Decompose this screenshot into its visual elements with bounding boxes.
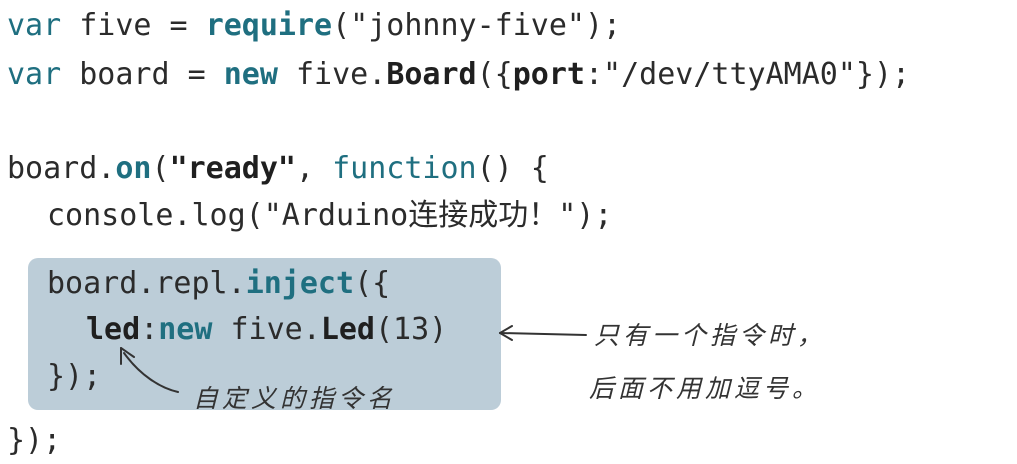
annotation-single-command-line-1: 只有一个指令时， [594,321,827,350]
code-line-7: }); [47,359,102,394]
annotation-custom-command-name: 自定义的指令名 [193,384,397,413]
arrow-to-led-icon [120,347,179,393]
keyword: var [7,8,62,43]
code-line-6: led:new five.Led(13) [86,312,447,348]
code-text: five. [212,312,321,347]
code-text: five. [277,57,387,92]
keyword: require [205,8,333,43]
code-text: : [140,312,159,347]
method-name: inject [245,266,355,301]
code-text: board = [61,57,224,92]
code-line-3: board.on("ready", function() { [7,151,549,187]
code-line-4: console.log("Arduino连接成功！"); [47,198,613,233]
code-line-1: var five = require("johnny-five"); [7,8,621,44]
code-text: five = [61,8,206,43]
code-text: (13) [375,312,448,347]
method-name: on [115,151,152,186]
arrow-to-paren-icon [499,325,587,341]
code-text: , [296,151,333,186]
class-name: Board [386,57,477,92]
code-line-2: var board = new five.Board({port:"/dev/t… [7,57,910,93]
code-text: :"/dev/ttyAMA0"}); [585,57,911,92]
code-text: board.repl. [47,266,246,301]
keyword: function [332,151,477,186]
code-text: ({ [354,266,391,301]
code-text: board. [7,151,116,186]
property-name: port [512,57,585,92]
annotation-single-command-line-2: 后面不用加逗号。 [589,374,822,403]
event-string: "ready" [169,151,296,186]
code-text: () { [476,151,549,186]
keyword: var [7,57,62,92]
code-line-8: }); [7,423,62,458]
inject-highlight-box [28,258,501,410]
property-name: led [86,312,141,347]
code-text: ({ [476,57,513,92]
code-text: ("johnny-five"); [332,8,622,43]
class-name: Led [320,312,375,347]
keyword: new [223,57,278,92]
code-text: ( [151,151,170,186]
code-line-5: board.repl.inject({ [47,266,390,302]
keyword: new [158,312,213,347]
